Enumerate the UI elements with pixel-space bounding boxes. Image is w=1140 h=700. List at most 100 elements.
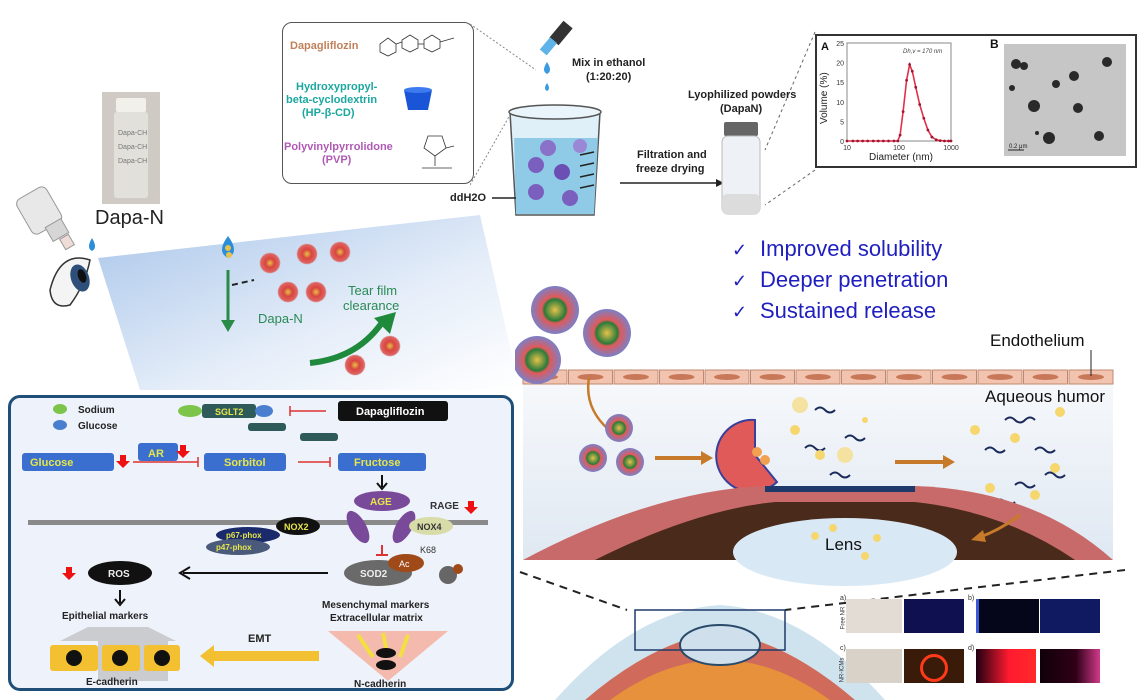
y-tick-label: 20 — [836, 61, 844, 68]
ingredient-pvp-abbr: (PVP) — [322, 154, 352, 166]
vial-photo: Dapa-CH Dapa-CH Dapa-CH — [102, 92, 160, 204]
sglt2-transporter-small — [300, 433, 338, 441]
rage-label: RAGE — [430, 501, 459, 512]
cell-nucleus — [805, 374, 831, 380]
micelle-icon — [329, 241, 351, 263]
acetyl-node — [388, 554, 424, 572]
glucose-legend-icon — [53, 420, 67, 430]
p67-phox-node — [216, 527, 280, 543]
lens-label: Lens — [825, 535, 862, 554]
ingredient-hpbcd-line2: beta-cyclodextrin — [286, 94, 377, 106]
x-tick-label: 100 — [893, 145, 905, 152]
cell-nucleus — [623, 374, 649, 380]
vial-label: Dapa-CH — [118, 144, 148, 151]
down-arrow-head — [221, 320, 235, 332]
fructose-box — [338, 453, 426, 471]
fluorescence-image — [1040, 599, 1100, 633]
x-axis-label: Diameter (nm) — [869, 152, 933, 163]
zoom-lines — [470, 23, 537, 186]
cell-nucleus — [987, 374, 1013, 380]
panel-label: c) — [840, 645, 846, 652]
nox2-label: NOX2 — [284, 522, 309, 532]
data-point — [922, 116, 926, 120]
data-point — [934, 138, 938, 142]
glucose-label: Glucose — [30, 457, 73, 469]
micelle-icon — [515, 336, 561, 384]
data-point — [881, 139, 885, 143]
mix-ratio: (1:20:20) — [586, 71, 632, 83]
e-cadherin-label: E-cadherin — [86, 677, 138, 688]
cell-nucleus — [668, 374, 695, 380]
chart-annotation: Dh,v = 170 nm — [903, 49, 942, 55]
drop-icon — [222, 236, 234, 258]
dapagliflozin-structure-icon — [379, 34, 455, 57]
y-axis-label: Volume (%) — [819, 72, 830, 124]
endothelium-layer — [522, 369, 1114, 385]
eye-vitreous — [610, 660, 830, 700]
sorbitol-box — [204, 453, 286, 471]
process-diagram: Mix in ethanol (1:20:20) ddH2O Filtratio… — [450, 20, 724, 216]
drug-molecules — [790, 397, 1065, 500]
vial-label: Dapa-CH — [118, 130, 148, 137]
rage-receptor — [346, 510, 370, 544]
mix-label: Mix in ethanol — [572, 57, 645, 69]
sodium-legend-icon — [53, 404, 67, 414]
cell-nucleus — [714, 374, 740, 380]
mechanism-diagram: Sodium Glucose SGLT2 Dapagliflozin AR Gl… — [22, 401, 488, 690]
dropper-bottle-icon — [16, 186, 76, 251]
rage-receptor — [392, 510, 416, 544]
sglt2-transporter — [202, 404, 256, 418]
y-tick-label: 25 — [836, 41, 844, 48]
micelle-icon — [379, 335, 401, 357]
process-arrow-head — [716, 179, 724, 187]
drop-icon — [544, 62, 550, 74]
data-point — [914, 85, 918, 89]
pvp-structure-icon — [422, 135, 455, 169]
nox4-label: NOX4 — [417, 522, 442, 532]
eye-lens — [679, 624, 761, 666]
drug-molecules-lens — [811, 524, 881, 560]
data-point — [947, 139, 951, 143]
sorbitol-label: Sorbitol — [224, 457, 266, 469]
micelle-cluster — [259, 241, 401, 376]
tear-film-label: Tear film — [348, 283, 397, 298]
micelle-icon — [579, 444, 607, 472]
zoom-lines — [764, 31, 816, 206]
ar-box — [138, 443, 178, 461]
x-tick-label: 10 — [843, 145, 851, 152]
fluorescence-image — [904, 599, 964, 633]
fluorescence-image — [1040, 649, 1100, 683]
check-icon: ✓ — [732, 240, 748, 260]
row-label: NR-ICMs — [839, 657, 846, 683]
pointer-line — [231, 279, 255, 286]
eye-icon — [49, 257, 91, 307]
sod2-small-icon — [439, 566, 457, 584]
cell-nucleus — [941, 374, 968, 380]
data-point — [856, 139, 860, 143]
aqueous-humor-label: Aqueous humor — [985, 387, 1105, 406]
down-red-arrow-icon — [464, 501, 478, 514]
plot-frame — [846, 42, 952, 142]
micelle-icon — [531, 286, 579, 334]
panel-label: d) — [968, 645, 975, 652]
endothelium-label: Endothelium — [990, 331, 1085, 350]
ingredients-box — [282, 22, 474, 184]
fluorescence-panel: a) Free NR b) c) NR-ICMs d) — [839, 585, 1140, 700]
benefit-text: Improved solubility — [760, 236, 943, 261]
ingredient-pvp: Polyvinylpyrrolidone — [284, 141, 393, 153]
cell-membrane — [28, 520, 488, 525]
data-point — [949, 139, 953, 143]
fluorescence-image — [904, 649, 964, 683]
filtration-label: Filtration and — [637, 149, 707, 161]
check-icon: ✓ — [732, 271, 748, 291]
ocular-scene: Endothelium Aqueous humor Lens — [515, 286, 1126, 700]
drop-icon — [545, 83, 549, 91]
clearance-arrow-head — [374, 312, 396, 334]
age-label: AGE — [370, 497, 392, 508]
nox2-node — [276, 517, 320, 535]
data-point — [876, 139, 880, 143]
micelle-icon — [259, 252, 281, 274]
panel-label: b) — [968, 595, 975, 602]
benefit-item: ✓ Improved solubility — [732, 234, 948, 265]
fluorescence-image — [976, 599, 1039, 633]
